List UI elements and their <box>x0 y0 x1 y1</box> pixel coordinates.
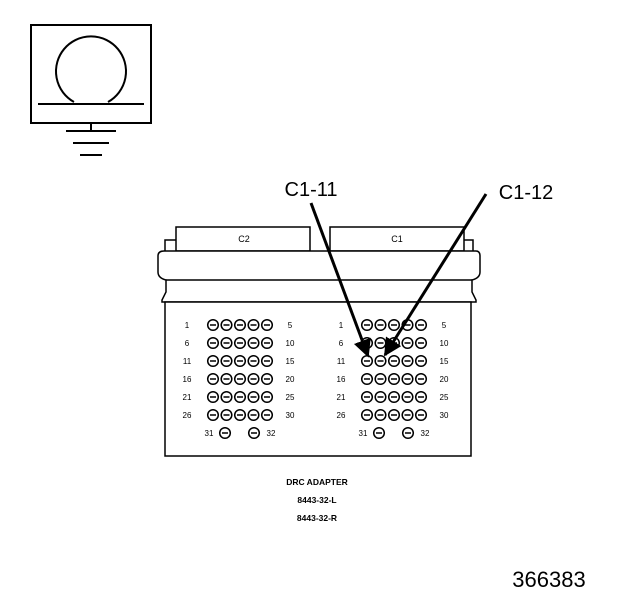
pin-row-start-c2: 16 <box>183 375 192 384</box>
pin-row-end-c2: 20 <box>286 375 295 384</box>
pin-extra-label-c2: 31 <box>205 429 214 438</box>
pin-row-start-c2: 1 <box>185 321 190 330</box>
connector-tab-c2 <box>175 226 311 252</box>
connector-collar <box>157 250 481 303</box>
pin-row-end-c2: 25 <box>286 393 295 402</box>
pin-row-end-c1: 5 <box>442 321 447 330</box>
callout-c1-11: C1-11 <box>285 179 338 201</box>
symbol-frame <box>30 24 152 124</box>
omega-icon <box>55 35 127 103</box>
ohmmeter-symbol <box>30 24 152 156</box>
callout-arrow-c1-12 <box>383 193 488 357</box>
pin-row-end-c2: 30 <box>286 411 295 420</box>
figure-number: 366383 <box>512 567 585 592</box>
pin-row-end-c1: 20 <box>440 375 449 384</box>
drc-connector <box>157 226 481 457</box>
pin-row-start-c1: 11 <box>337 357 346 366</box>
pin-row-end-c2: 15 <box>286 357 295 366</box>
pin-extra-label-c1: 31 <box>359 429 368 438</box>
pin-row-start-c1: 26 <box>337 411 346 420</box>
callout-c1-12: C1-12 <box>499 182 553 204</box>
pin-row-end-c1: 25 <box>440 393 449 402</box>
pin-row-end-c2: 10 <box>286 339 295 348</box>
pin-extra-label-c2: 32 <box>267 429 276 438</box>
pin-row-start-c2: 21 <box>183 393 192 402</box>
callout-arrow-c1-11 <box>309 202 371 358</box>
pin-row-end-c1: 15 <box>440 357 449 366</box>
adapter-part-right: 8443-32-R <box>297 513 337 523</box>
pin-row-end-c2: 5 <box>288 321 293 330</box>
adapter-part-left: 8443-32-L <box>297 495 336 505</box>
pin-row-start-c1: 16 <box>337 375 346 384</box>
connector-label-c2: C2 <box>238 234 250 244</box>
shoulder-right <box>464 239 474 251</box>
pin-row-start-c2: 11 <box>183 357 192 366</box>
connector-label-c1: C1 <box>391 234 403 244</box>
pin-row-end-c1: 10 <box>440 339 449 348</box>
pin-extra-label-c1: 32 <box>421 429 430 438</box>
pin-row-start-c2: 26 <box>183 411 192 420</box>
pin-row-start-c1: 6 <box>339 339 344 348</box>
pin-row-start-c1: 21 <box>337 393 346 402</box>
adapter-title: DRC ADAPTER <box>286 477 348 487</box>
pin-row-end-c1: 30 <box>440 411 449 420</box>
pin-row-start-c2: 6 <box>185 339 190 348</box>
pin-row-start-c1: 1 <box>339 321 344 330</box>
shoulder-left <box>164 239 176 251</box>
